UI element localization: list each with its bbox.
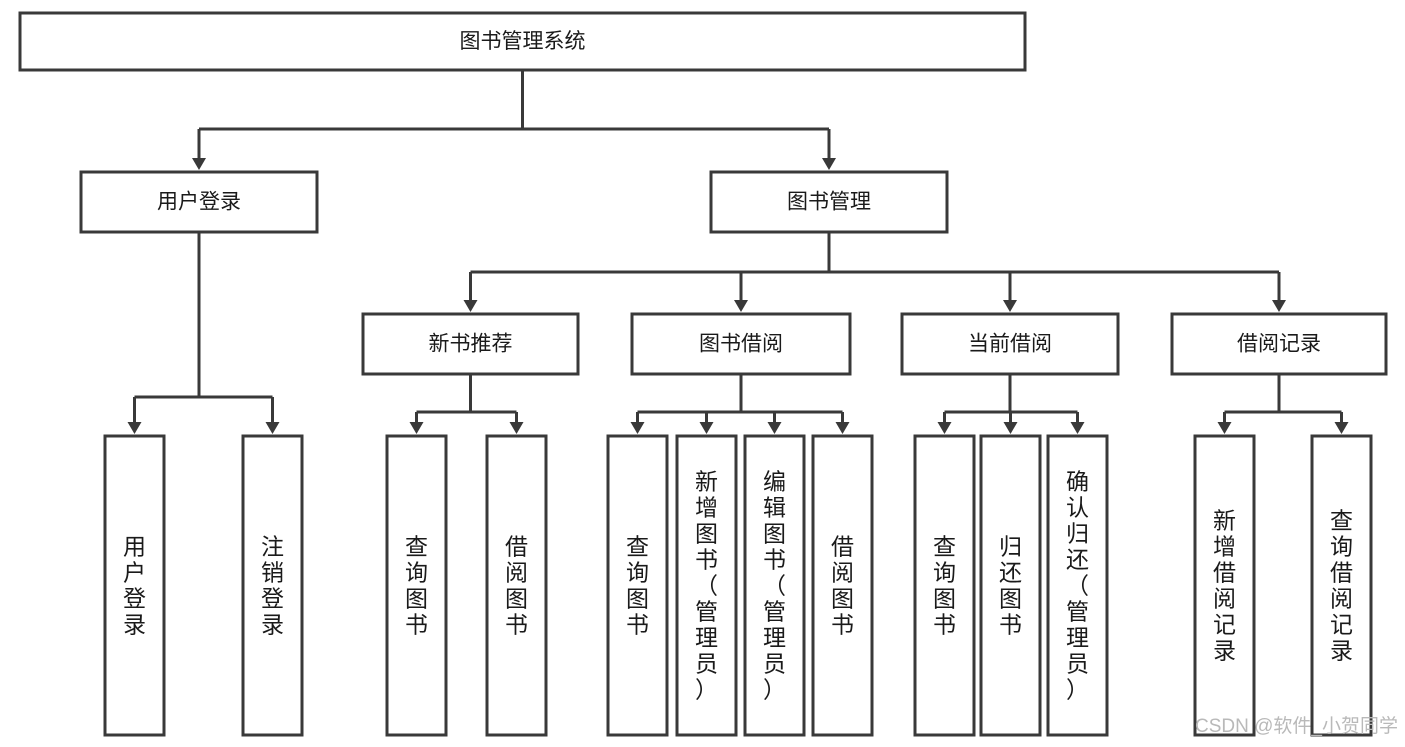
node-box	[1193, 434, 1256, 737]
node-label: 用户登录	[123, 534, 146, 638]
node-label: 图书管理	[787, 191, 871, 214]
node-label: 图书管理系统	[460, 30, 586, 53]
node-box	[1310, 434, 1373, 737]
leaf-node-leaf-user-login[interactable]: 用户登录	[103, 434, 166, 737]
node-label: 编辑图书（管理员）	[763, 469, 786, 703]
leaf-node-leaf-query-book-current[interactable]: 查询图书	[913, 434, 976, 737]
node-label: 确认归还（管理员）	[1066, 469, 1089, 703]
leaf-node-leaf-confirm-return-admin[interactable]: 确认归还（管理员）	[1046, 434, 1109, 737]
node-box	[606, 434, 669, 737]
node-box	[241, 434, 304, 737]
node-box	[18, 11, 1027, 72]
node-box	[361, 312, 580, 376]
leaf-node-leaf-edit-book-admin[interactable]: 编辑图书（管理员）	[743, 434, 806, 737]
node-box	[811, 434, 874, 737]
node-label: 借阅记录	[1237, 333, 1321, 356]
leaf-node-leaf-return-book[interactable]: 归还图书	[979, 434, 1042, 737]
node-label: 新增借阅记录	[1213, 508, 1236, 664]
level3-node-current-borrow[interactable]: 当前借阅	[900, 312, 1120, 376]
node-label: 新增图书（管理员）	[695, 469, 718, 703]
node-box	[1046, 434, 1109, 737]
root-node-root[interactable]: 图书管理系统	[18, 11, 1027, 72]
level2-node-user-login[interactable]: 用户登录	[79, 170, 319, 234]
node-box	[79, 170, 319, 234]
node-label: 查询图书	[626, 534, 649, 638]
level3-node-book-borrow[interactable]: 图书借阅	[630, 312, 852, 376]
node-box	[385, 434, 448, 737]
node-label: 用户登录	[157, 191, 241, 214]
leaf-node-leaf-borrow-book[interactable]: 借阅图书	[811, 434, 874, 737]
level3-node-borrow-record[interactable]: 借阅记录	[1170, 312, 1388, 376]
leaf-node-leaf-query-book-borrow[interactable]: 查询图书	[606, 434, 669, 737]
node-box	[103, 434, 166, 737]
node-label: 注销登录	[261, 534, 284, 638]
node-box	[675, 434, 738, 737]
leaf-node-leaf-add-book-admin[interactable]: 新增图书（管理员）	[675, 434, 738, 737]
node-label: 归还图书	[999, 534, 1022, 638]
leaf-node-leaf-borrow-book-recommend[interactable]: 借阅图书	[485, 434, 548, 737]
node-label: 借阅图书	[831, 534, 854, 638]
node-box	[630, 312, 852, 376]
node-label: 查询图书	[405, 534, 428, 638]
connectors-layer	[127, 70, 1349, 434]
leaf-node-leaf-add-borrow-record[interactable]: 新增借阅记录	[1193, 434, 1256, 737]
node-box	[913, 434, 976, 737]
leaf-node-leaf-query-borrow-record[interactable]: 查询借阅记录	[1310, 434, 1373, 737]
level2-node-book-manage[interactable]: 图书管理	[709, 170, 949, 234]
node-label: 查询图书	[933, 534, 956, 638]
leaf-node-leaf-logout[interactable]: 注销登录	[241, 434, 304, 737]
node-box	[900, 312, 1120, 376]
node-label: 新书推荐	[429, 333, 513, 356]
nodes-layer: 图书管理系统用户登录图书管理新书推荐图书借阅当前借阅借阅记录用户登录注销登录查询…	[18, 11, 1388, 737]
node-box	[485, 434, 548, 737]
node-box	[1170, 312, 1388, 376]
node-box	[979, 434, 1042, 737]
node-label: 当前借阅	[968, 333, 1052, 356]
node-label: 图书借阅	[699, 333, 783, 356]
node-box	[709, 170, 949, 234]
node-label: 查询借阅记录	[1330, 508, 1353, 664]
node-box	[743, 434, 806, 737]
watermark-text: CSDN @软件_小贺同学	[1195, 715, 1398, 737]
leaf-node-leaf-query-book-recommend[interactable]: 查询图书	[385, 434, 448, 737]
level3-node-new-book-recommend[interactable]: 新书推荐	[361, 312, 580, 376]
node-label: 借阅图书	[505, 534, 528, 638]
